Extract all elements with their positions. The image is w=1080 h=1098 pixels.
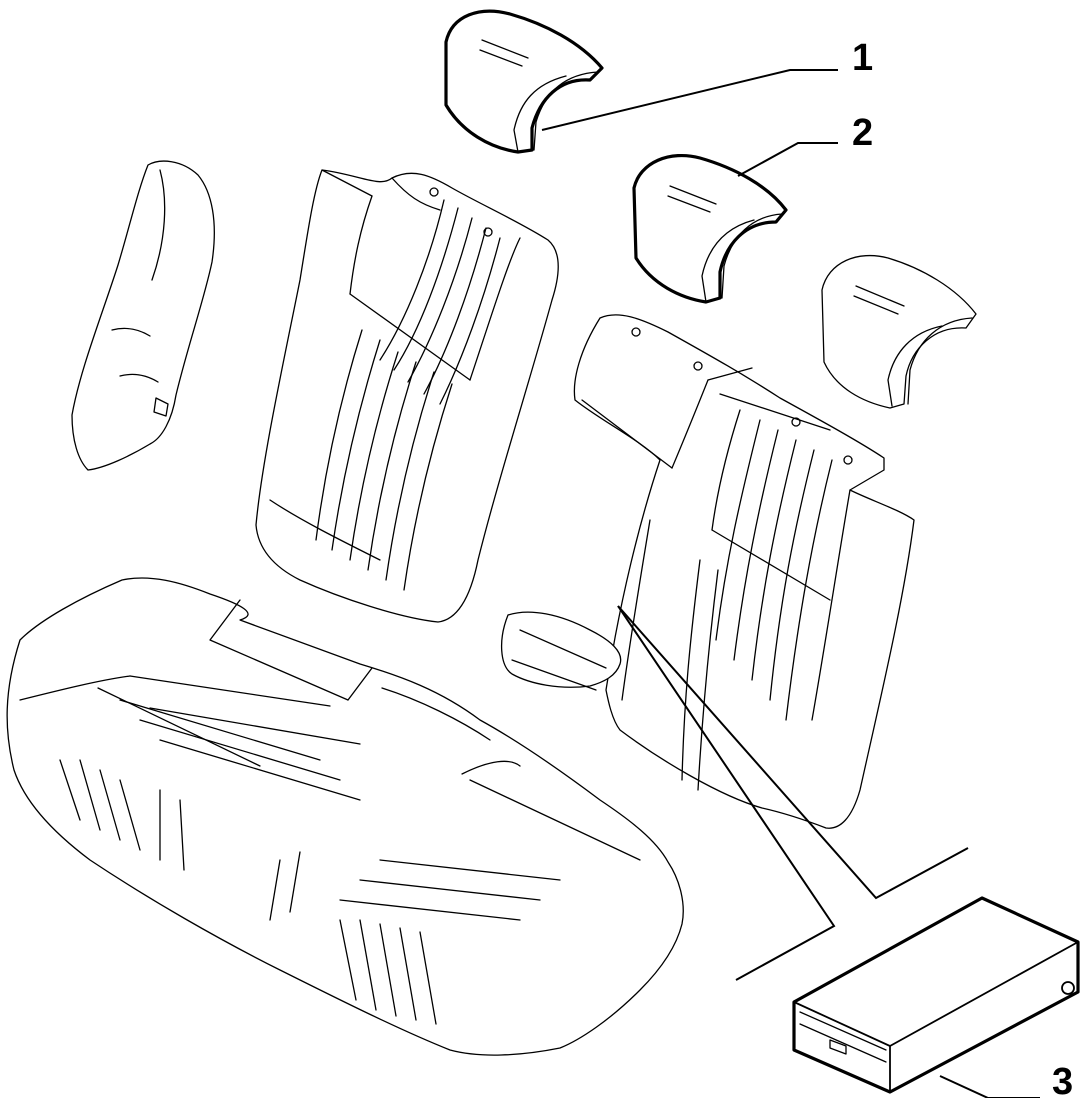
headrest-extra <box>821 254 977 409</box>
headrest-part-1 <box>444 9 604 154</box>
side-bolster <box>71 160 215 471</box>
leader-wedge-upper <box>617 605 969 900</box>
callout-2: 2 <box>852 112 873 154</box>
leader-line-3 <box>939 1075 1040 1098</box>
armrest-pad <box>500 611 622 691</box>
leader-lines <box>541 69 1040 1098</box>
leader-line-2 <box>737 142 838 177</box>
backrest-right <box>573 314 915 829</box>
seat-cushion <box>6 577 684 1056</box>
headrest-part-2 <box>632 153 788 304</box>
callout-labels: 1 2 3 <box>852 37 1073 1098</box>
callout-3: 3 <box>1052 1061 1073 1098</box>
callout-1: 1 <box>852 37 873 79</box>
leader-wedge-lower <box>617 605 836 981</box>
leader-line-1 <box>541 69 838 131</box>
backrest-left <box>255 169 559 623</box>
kit-box-part-3 <box>792 896 1080 1094</box>
